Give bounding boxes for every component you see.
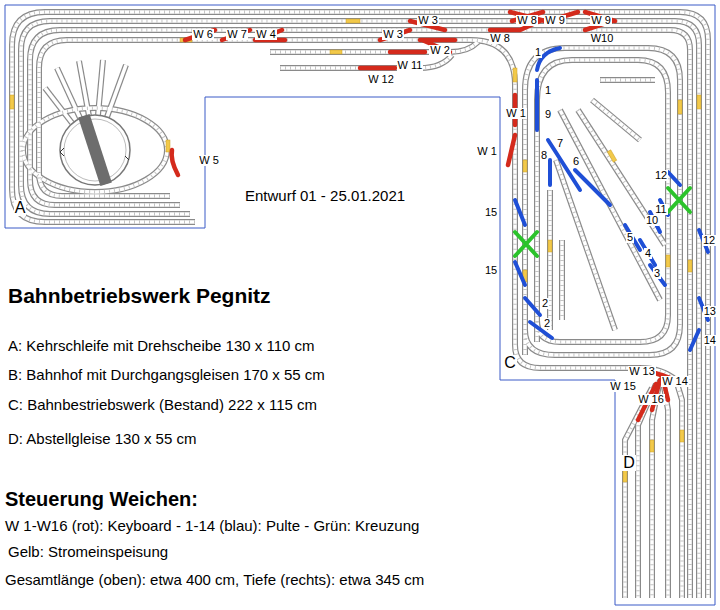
panel-number: 12 (654, 170, 668, 181)
plan-title: Bahnbetriebswerk Pegnitz (8, 284, 271, 308)
panel-number: 10 (645, 215, 659, 226)
turnout-label: W 5 (198, 155, 220, 166)
turnout-label: W 1 (505, 108, 527, 119)
turnout-label: W 13 (628, 366, 656, 377)
room-outline (5, 5, 715, 605)
turnout-label: W 14 (661, 376, 689, 387)
panel-number: 13 (703, 306, 717, 317)
region-letter: A (14, 200, 27, 216)
turnout-label: W 7 (226, 29, 248, 40)
turnout-label: W 4 (255, 29, 277, 40)
crossing (515, 188, 690, 256)
note-text: C: Bahnbestriebswerk (Bestand) 222 x 115… (8, 396, 317, 413)
note-text: Gelb: Stromeinspeisung (8, 543, 168, 560)
turntable (60, 114, 130, 186)
turnout-label: W 16 (637, 394, 665, 405)
panel-number: 11 (654, 204, 667, 215)
turnout-label: W 11 (397, 60, 424, 71)
note-text: D: Abstellgleise 130 x 55 cm (8, 430, 196, 447)
panel-number: 12 (702, 235, 716, 246)
panel-number: 9 (544, 109, 552, 120)
turnout-label: W 8 (516, 15, 538, 26)
turnout-label: W 6 (192, 29, 214, 40)
note-text: A: Kehrschleife mit Drehscheibe 130 x 11… (8, 337, 315, 354)
panel-number: 15 (484, 265, 498, 276)
panel-number: 14 (703, 335, 717, 346)
turnout-label: W 1 (476, 146, 498, 157)
turnout-panel (515, 48, 708, 350)
turnout-label: W10 (590, 33, 615, 44)
turnout-label: W 15 (609, 381, 637, 392)
note-text: Entwurf 01 - 25.01.2021 (245, 187, 405, 204)
panel-number: 4 (644, 248, 652, 259)
panel-number: 1 (544, 85, 552, 96)
note-text: W 1-W16 (rot): Keyboard - 1-14 (blau): P… (5, 517, 419, 534)
turnout-label: W 3 (382, 29, 404, 40)
panel-number: 2 (543, 318, 551, 329)
panel-number: 2 (541, 298, 549, 309)
turnout-label: W 12 (367, 74, 395, 85)
panel-number: 1 (534, 47, 542, 58)
note-text: B: Bahnhof mit Durchgangsgleisen 170 x 5… (8, 366, 325, 383)
panel-number: 5 (626, 232, 634, 243)
region-letter: D (622, 455, 636, 471)
turnout-label: W 2 (429, 45, 451, 56)
turnout-label: W 9 (544, 15, 566, 26)
turnout-keyboard (172, 12, 676, 420)
region-letter: C (503, 355, 517, 371)
panel-number: 15 (484, 207, 498, 218)
panel-number: 6 (572, 156, 580, 167)
panel-number: 3 (653, 268, 661, 279)
section-heading: Steuerung Weichen: (5, 488, 198, 511)
panel-number: 7 (556, 138, 564, 149)
turnout-label: W 3 (417, 15, 439, 26)
turnout-label: W 8 (489, 33, 511, 44)
note-text: Gesamtlänge (oben): etwa 400 cm, Tiefe (… (5, 571, 424, 588)
turnout-label: W 9 (590, 15, 612, 26)
panel-number: 8 (540, 150, 548, 161)
